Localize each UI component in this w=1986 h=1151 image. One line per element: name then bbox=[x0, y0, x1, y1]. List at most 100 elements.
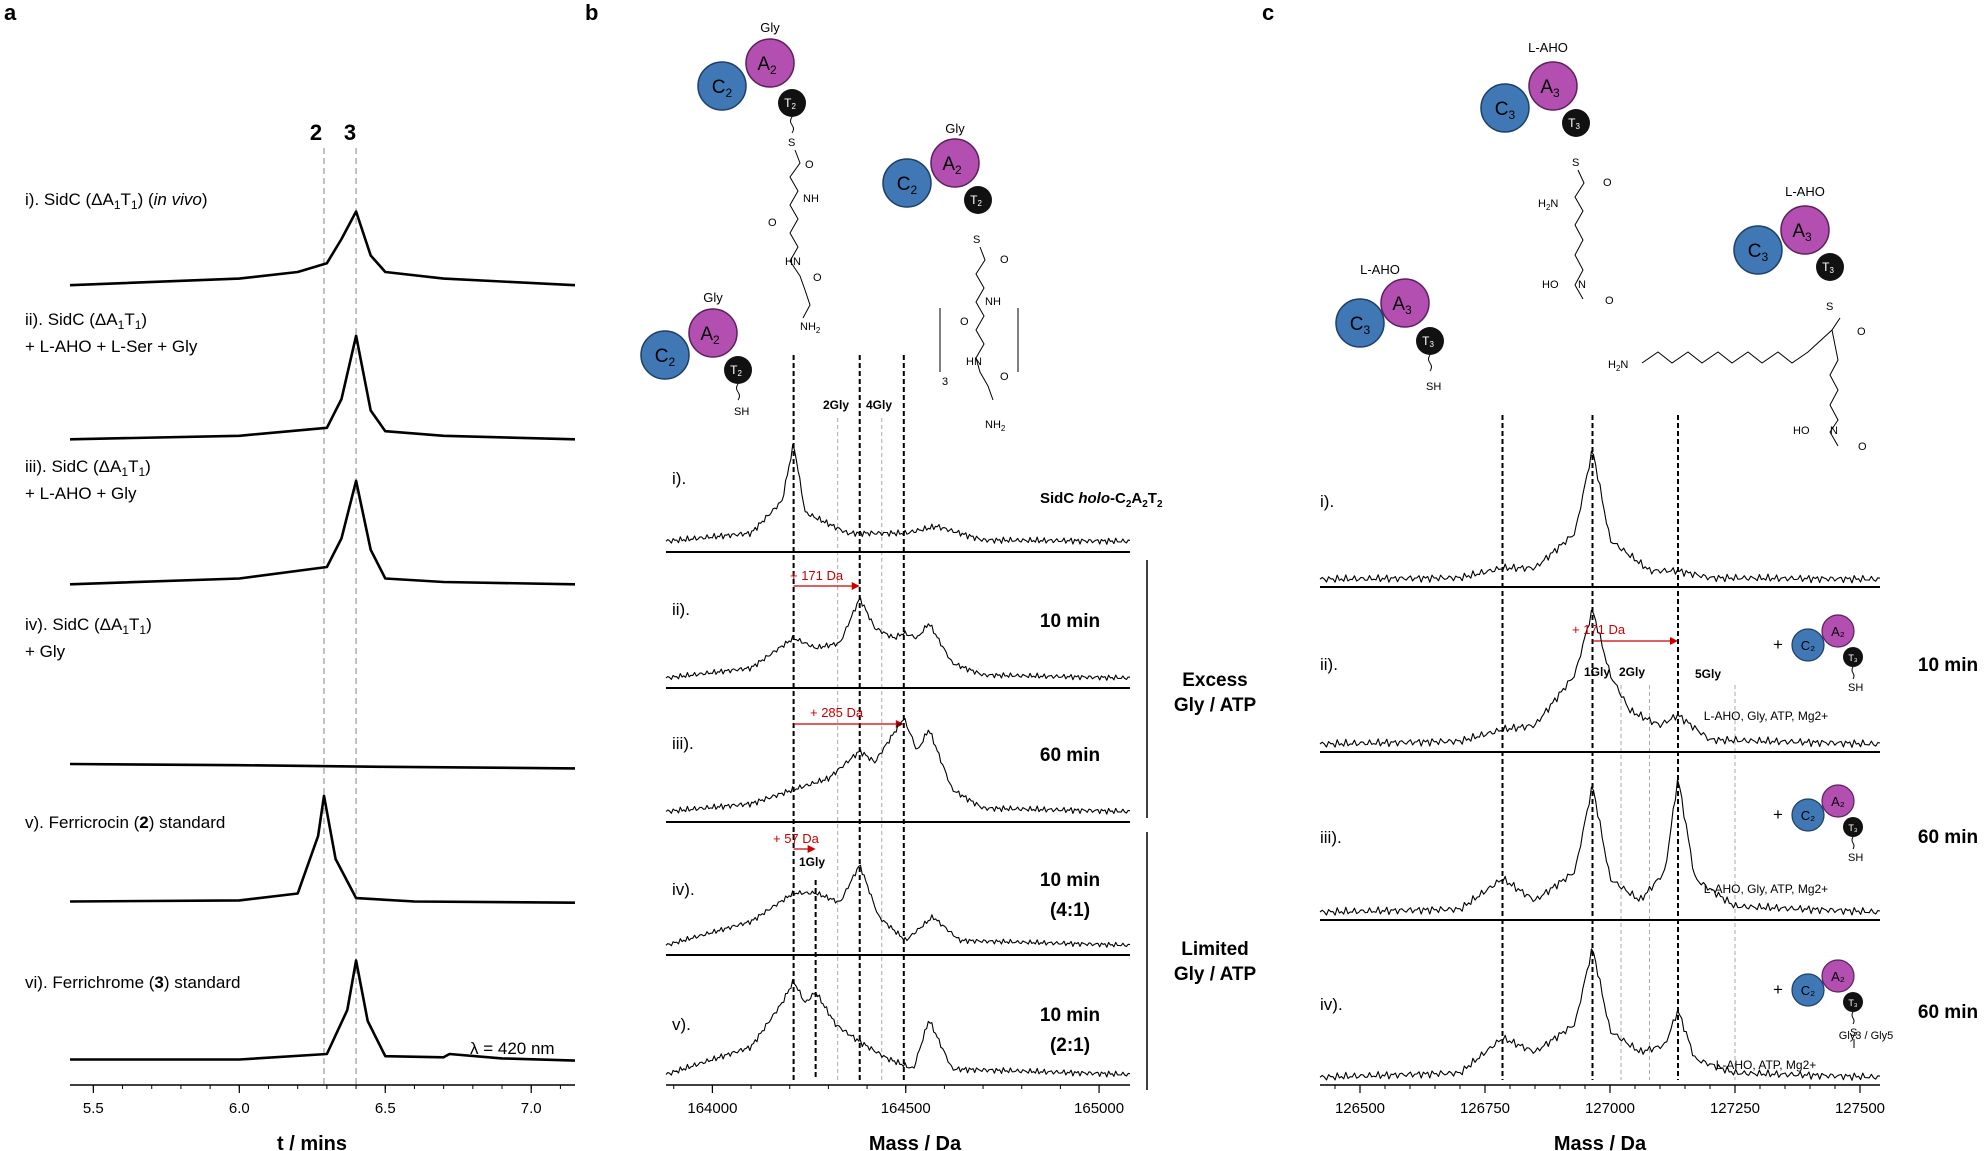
trace-a-line-2 bbox=[69, 334, 576, 441]
a-tick-label: 7.0 bbox=[521, 1100, 542, 1117]
b-top-c-domain bbox=[697, 61, 747, 111]
b-top-o2: O bbox=[768, 217, 777, 229]
c-center-s: S bbox=[1572, 157, 1579, 169]
c-inset-link bbox=[1851, 836, 1855, 850]
c-structure-center: L-AHO C3 A3 T3 S O H2N HO N O bbox=[1480, 40, 1614, 307]
trace-a-iv-line2: + Gly bbox=[25, 642, 66, 661]
b-right-o2: O bbox=[960, 316, 969, 328]
panel-b-traces bbox=[665, 444, 1131, 1078]
c-inset-t-text: T₃ bbox=[1848, 998, 1857, 1008]
c-right-c-domain bbox=[1733, 225, 1783, 275]
b-right-a-text: A2 bbox=[942, 154, 962, 177]
c-right-t-domain bbox=[1816, 253, 1844, 281]
c-left-c-domain bbox=[1335, 298, 1385, 348]
trace-a-iii-label: iii). SidC (ΔA1T1) bbox=[25, 457, 151, 479]
b-tick-label: 164000 bbox=[687, 1100, 737, 1117]
b-top-a-text: A2 bbox=[757, 54, 777, 77]
trace-c-line-4 bbox=[1319, 948, 1881, 1081]
b-ratio-iv: (4:1) bbox=[1050, 900, 1090, 921]
c-inset-sh: SH bbox=[1848, 682, 1863, 694]
c-left-c-text: C3 bbox=[1350, 314, 1371, 337]
panel-c-letter: c bbox=[1262, 0, 1274, 25]
trace-b-line-2 bbox=[665, 597, 1131, 681]
b-group2-line2: Gly / ATP bbox=[1174, 964, 1257, 985]
b-right-gly-label: Gly bbox=[945, 121, 965, 136]
b-left-gly-label: Gly bbox=[703, 290, 723, 305]
c-inset-a-domain bbox=[1821, 784, 1855, 818]
b-group1-line1: Excess bbox=[1182, 670, 1248, 691]
b-structure-top: Gly C2 A2 T2 S O NH O HN O NH2 bbox=[697, 20, 822, 335]
panel-b-letter: b bbox=[585, 0, 598, 25]
c-trace-i-label: i). bbox=[1320, 492, 1334, 511]
panel-a-letter: a bbox=[4, 0, 17, 25]
trace-a-iv-label: iv). SidC (ΔA1T1) bbox=[25, 615, 152, 637]
peak-2-label: 2 bbox=[310, 120, 322, 145]
trace-b-line-4 bbox=[665, 864, 1131, 948]
b-top-o1: O bbox=[805, 159, 814, 171]
c-trace-ii-label: ii). bbox=[1320, 655, 1338, 674]
c-right-chain bbox=[1641, 317, 1841, 447]
b-right-t-text: T2 bbox=[970, 193, 982, 208]
c-peak-5gly: 5Gly bbox=[1695, 667, 1721, 681]
b-left-a-text: A2 bbox=[700, 324, 720, 347]
panel-c-xlabel: Mass / Da bbox=[1554, 1133, 1647, 1151]
trace-a-iii-line2: + L-AHO + Gly bbox=[25, 484, 137, 503]
b-right-nh: NH bbox=[985, 296, 1001, 308]
trace-a-ii-line2: + L-AHO + L-Ser + Gly bbox=[25, 337, 198, 356]
b-trace-ii-label: ii). bbox=[672, 600, 690, 619]
b-peak-1gly: 1Gly bbox=[799, 855, 825, 869]
b-top-nh1: NH bbox=[803, 193, 819, 205]
b-right-hn: HN bbox=[966, 356, 982, 368]
b-top-nh2: NH2 bbox=[800, 321, 821, 335]
b-top-a-domain bbox=[745, 38, 795, 88]
c-center-t-domain bbox=[1562, 109, 1590, 137]
b-right-nh2: NH2 bbox=[985, 419, 1006, 433]
c-inset-a-text: A₂ bbox=[1831, 969, 1845, 984]
c-inset-link bbox=[1851, 666, 1855, 680]
panel-c-traces bbox=[1319, 450, 1881, 1081]
c-inset-plus: + bbox=[1773, 635, 1783, 654]
b-group2-line1: Limited bbox=[1181, 939, 1249, 960]
b-structure-left: Gly C2 A2 T2 SH bbox=[640, 290, 752, 418]
panel-b-markers bbox=[792, 355, 905, 1080]
b-top-s: S bbox=[788, 137, 795, 149]
peak-3-label: 3 bbox=[344, 120, 356, 145]
c-inset-t-text: T₃ bbox=[1848, 653, 1857, 663]
a-tick-label: 6.0 bbox=[229, 1100, 250, 1117]
trace-b-line-3 bbox=[665, 717, 1131, 815]
c-right-t-text: T3 bbox=[1822, 260, 1834, 275]
c-left-wavy-link bbox=[1428, 354, 1432, 372]
b-top-t-domain bbox=[778, 89, 806, 117]
trace-a-v-label: v). Ferricrocin (2) standard bbox=[25, 813, 225, 832]
trace-a-ii-label: ii). SidC (ΔA1T1) bbox=[25, 310, 147, 332]
c-left-a-text: A3 bbox=[1392, 294, 1412, 317]
trace-a-line-5 bbox=[69, 794, 576, 904]
a-tick-label: 5.5 bbox=[83, 1100, 104, 1117]
c-center-o1: O bbox=[1603, 177, 1612, 189]
c-inset-plus: + bbox=[1773, 805, 1783, 824]
c-center-o2: O bbox=[1605, 295, 1614, 307]
c-inset-t-domain bbox=[1843, 817, 1863, 837]
b-top-c-text: C2 bbox=[712, 77, 733, 100]
c-right-c-text: C3 bbox=[1748, 241, 1769, 264]
trace-a-line-1 bbox=[69, 210, 576, 287]
c-inset-t-text: T₃ bbox=[1848, 823, 1857, 833]
c-left-sh: SH bbox=[1426, 381, 1441, 393]
b-shift-285: + 285 Da bbox=[810, 705, 864, 720]
b-right-repeat: 3 bbox=[942, 376, 948, 388]
c-left-aho: L-AHO bbox=[1360, 262, 1400, 277]
b-right-t-domain bbox=[964, 186, 992, 214]
trace-b-line-1 bbox=[665, 444, 1131, 545]
c-left-t-text: T3 bbox=[1422, 334, 1434, 349]
c-right-n: N bbox=[1830, 425, 1838, 437]
b-left-sh: SH bbox=[734, 406, 749, 418]
c-right-s: S bbox=[1826, 301, 1833, 313]
b-top-hn: HN bbox=[785, 256, 801, 268]
b-right-o1: O bbox=[1000, 254, 1009, 266]
trace-c-line-3 bbox=[1319, 779, 1881, 916]
b-left-c-domain bbox=[640, 330, 690, 380]
c-cond-iii: L-AHO, Gly, ATP, Mg2+ bbox=[1704, 882, 1828, 896]
b-group1-line2: Gly / ATP bbox=[1174, 695, 1257, 716]
panel-a-traces bbox=[69, 210, 576, 1062]
c-tick-label: 127250 bbox=[1710, 1100, 1760, 1117]
